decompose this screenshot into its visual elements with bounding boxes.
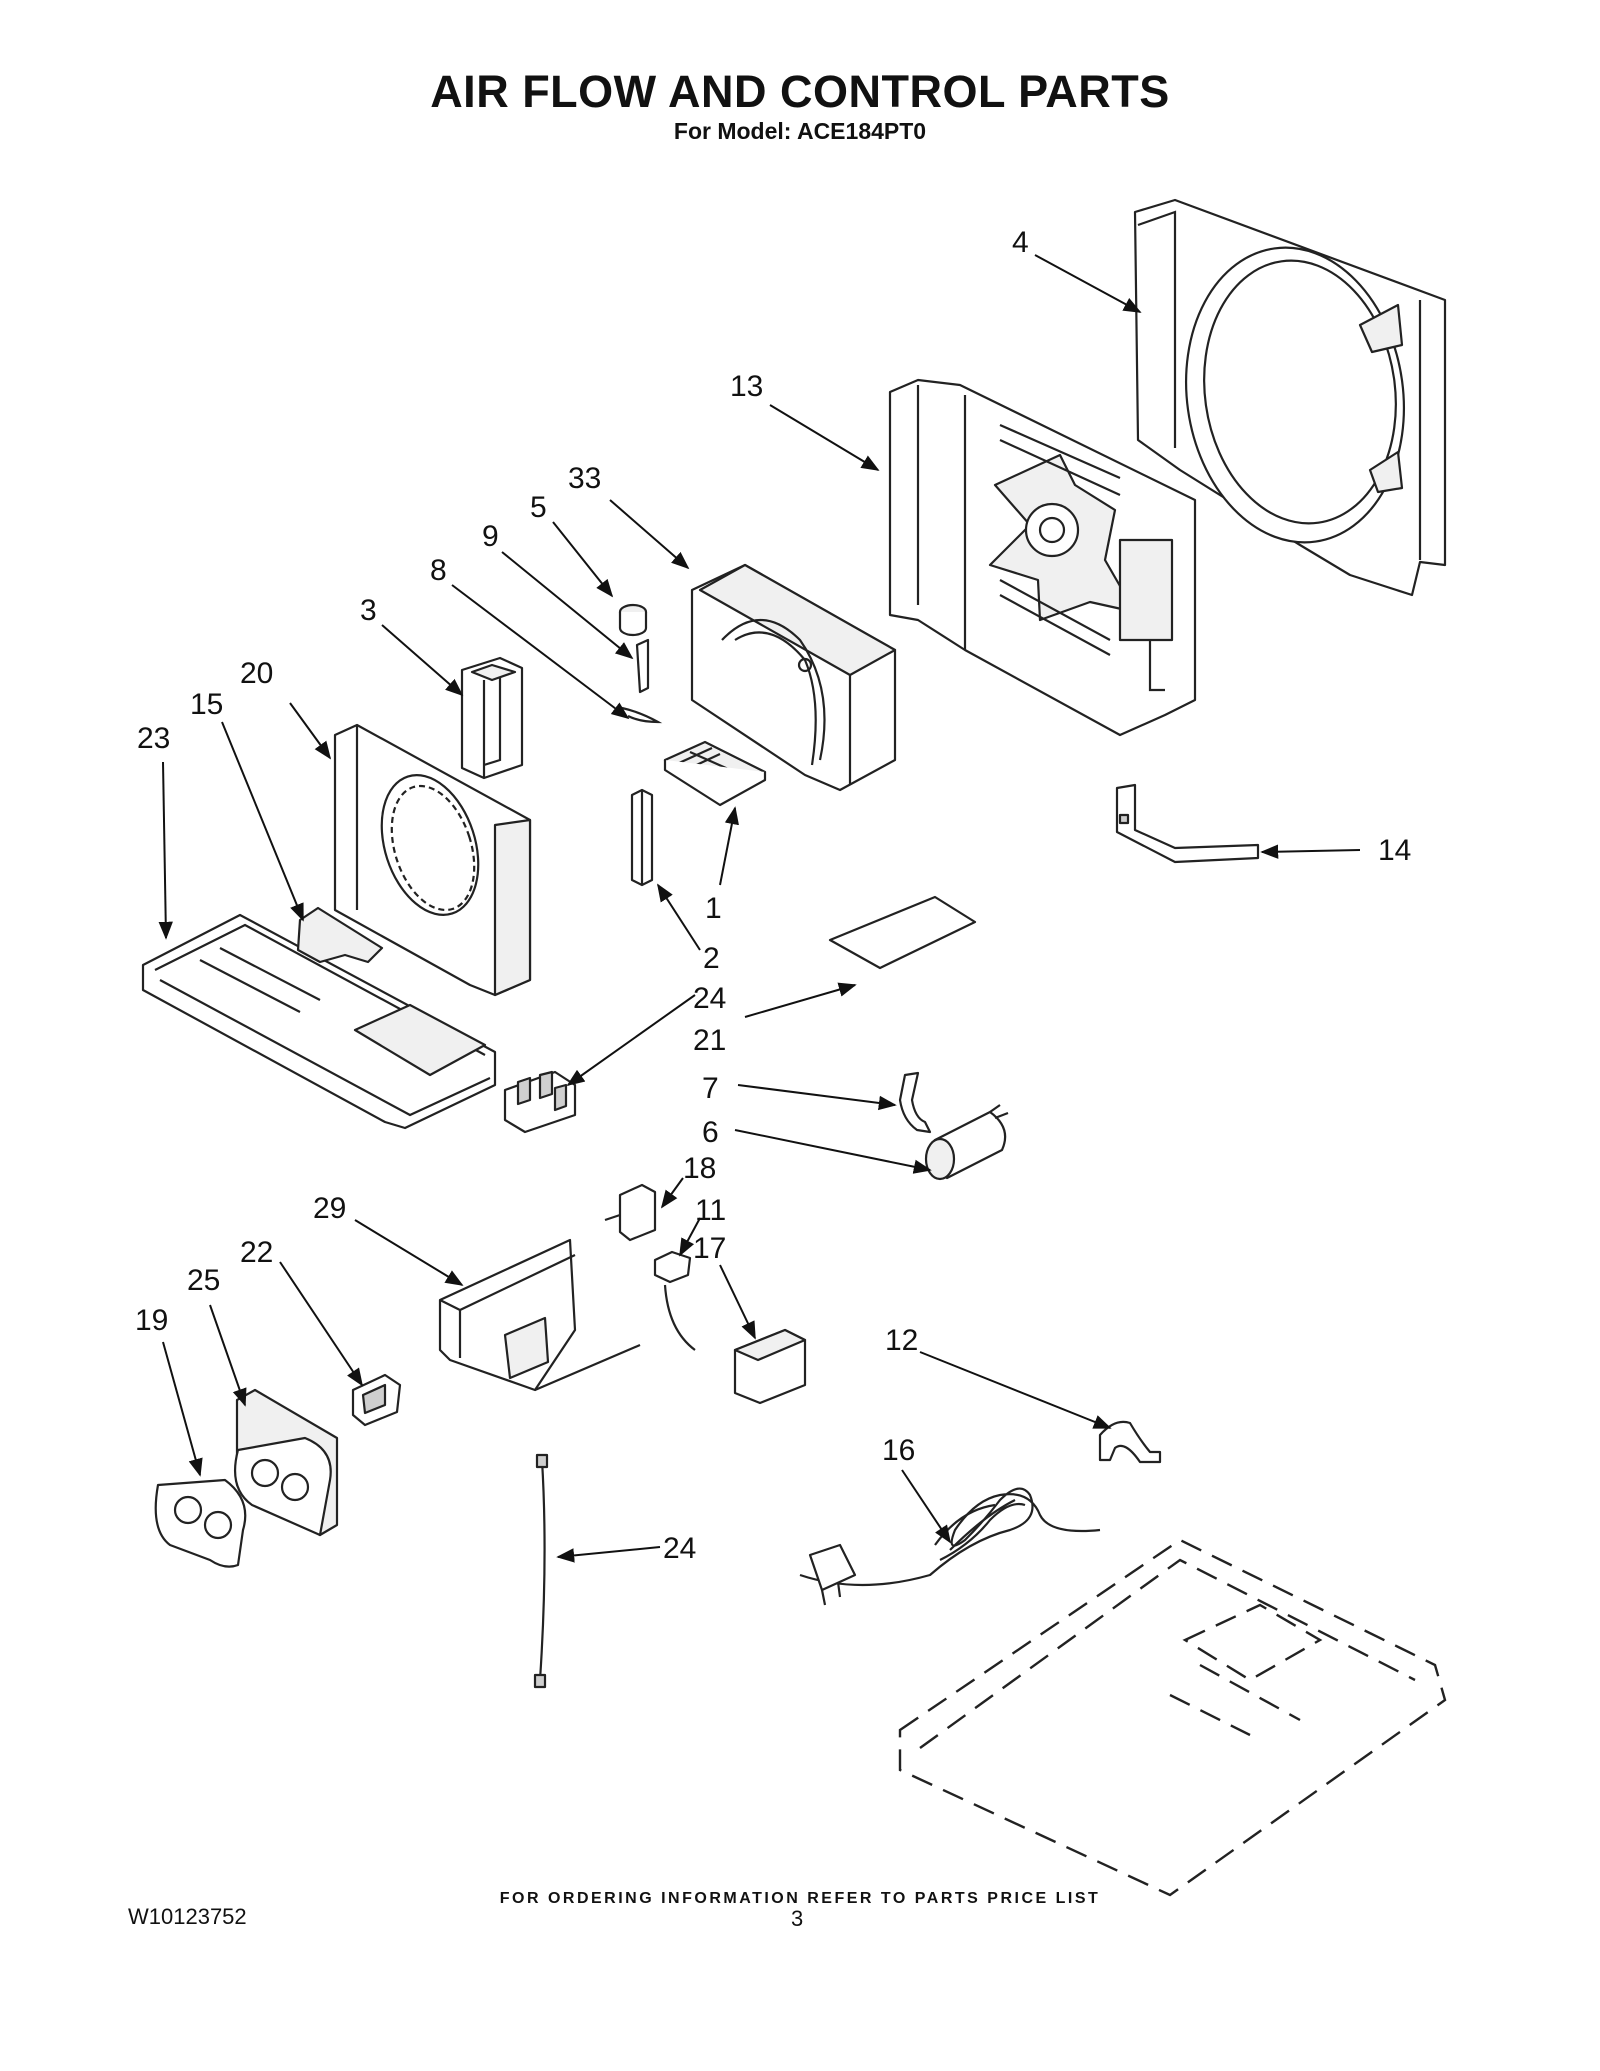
callout-22: 22 bbox=[240, 1236, 273, 1269]
part-24-terminal-block bbox=[503, 1070, 577, 1134]
part-23-base-pan bbox=[141, 913, 497, 1130]
part-15-deflector bbox=[296, 906, 384, 964]
callout-24-lower: 24 bbox=[663, 1532, 696, 1565]
page-title: AIR FLOW AND CONTROL PARTS bbox=[430, 66, 1170, 117]
part-25-control-panel bbox=[234, 1388, 339, 1537]
callout-29: 29 bbox=[313, 1192, 346, 1225]
part-17-relay-box bbox=[663, 1284, 807, 1405]
part-13-motor-mount-panel bbox=[888, 378, 1197, 737]
callout-9: 9 bbox=[482, 520, 499, 553]
part-3-channel-bracket bbox=[460, 656, 524, 780]
part-29-control-bracket bbox=[438, 1238, 641, 1392]
leader-lines bbox=[158, 254, 1361, 1563]
callout-20: 20 bbox=[240, 657, 273, 690]
callout-12: 12 bbox=[885, 1324, 918, 1357]
callout-6: 6 bbox=[702, 1116, 719, 1149]
page-subtitle: For Model: ACE184PT0 bbox=[673, 118, 927, 144]
callout-5: 5 bbox=[530, 491, 547, 524]
callout-8: 8 bbox=[430, 554, 447, 587]
callout-21: 21 bbox=[693, 1024, 726, 1057]
part-14-bracket-arm bbox=[1115, 783, 1260, 864]
callout-19: 19 bbox=[135, 1304, 168, 1337]
part-20-front-panel bbox=[333, 723, 532, 997]
callout-25: 25 bbox=[187, 1264, 220, 1297]
callout-2: 2 bbox=[703, 942, 720, 975]
callout-4: 4 bbox=[1012, 226, 1029, 259]
footer-note: FOR ORDERING INFORMATION REFER TO PARTS … bbox=[499, 1890, 1101, 1907]
callout-33: 33 bbox=[568, 462, 601, 495]
callout-13: 13 bbox=[730, 370, 763, 403]
part-8-clip bbox=[621, 706, 663, 724]
callout-17: 17 bbox=[693, 1232, 726, 1265]
part-24-wire-harness bbox=[533, 1453, 549, 1689]
callout-24-upper: 24 bbox=[693, 982, 726, 1015]
part-33-blower-housing bbox=[690, 563, 897, 792]
part-22-knob bbox=[351, 1373, 402, 1427]
part-18-switch bbox=[604, 1183, 657, 1242]
callout-11: 11 bbox=[695, 1194, 726, 1227]
callout-3: 3 bbox=[360, 594, 377, 627]
callout-15: 15 bbox=[190, 688, 223, 721]
callout-16: 16 bbox=[882, 1434, 915, 1467]
callout-23: 23 bbox=[137, 722, 170, 755]
part-4-shroud-panel bbox=[1133, 198, 1447, 597]
callout-numbers: 4 13 33 5 9 8 3 20 15 23 1 2 14 24 21 7 … bbox=[135, 226, 1411, 1565]
callout-18: 18 bbox=[683, 1152, 716, 1185]
part-5-small-cap bbox=[618, 603, 648, 637]
part-11-connector bbox=[653, 1250, 692, 1284]
callout-1: 1 bbox=[705, 892, 722, 925]
callout-7: 7 bbox=[702, 1072, 719, 1105]
part-2-strip bbox=[630, 788, 654, 887]
part-9-bracket bbox=[635, 638, 650, 694]
callout-14: 14 bbox=[1378, 834, 1411, 867]
part-6-capacitor bbox=[924, 1104, 1009, 1181]
part-16-power-cord bbox=[799, 1487, 1101, 1606]
part-12-clamp bbox=[1098, 1420, 1162, 1464]
part-19-knob-bezel bbox=[154, 1478, 247, 1568]
part-1-tray-bracket bbox=[663, 740, 767, 807]
part-7-strap bbox=[898, 1071, 932, 1134]
page-number: 3 bbox=[791, 1906, 804, 1931]
part-21-insulation-sheet bbox=[828, 895, 977, 970]
reference-outline-base bbox=[898, 1538, 1447, 1897]
document-number: W10123752 bbox=[128, 1904, 247, 1929]
